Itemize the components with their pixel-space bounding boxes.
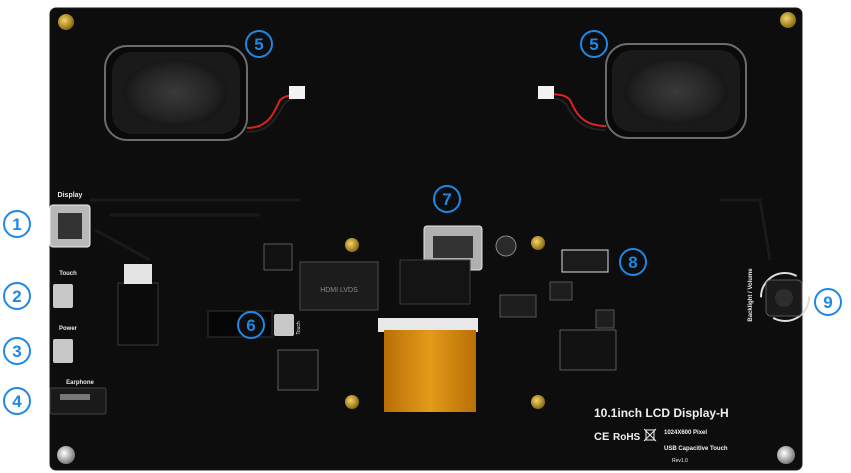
svg-text:6: 6 bbox=[246, 316, 255, 335]
cert-rohs-mark: RoHS bbox=[613, 432, 641, 443]
power-port-label: Power bbox=[59, 326, 78, 332]
fpc-connector bbox=[378, 318, 478, 332]
svg-text:9: 9 bbox=[823, 293, 832, 312]
callout-7: 7 bbox=[433, 185, 461, 213]
fpc-ribbon-cable bbox=[384, 330, 476, 412]
speaker-icon bbox=[605, 43, 747, 139]
mount-screw-icon bbox=[58, 14, 74, 30]
speaker-icon bbox=[104, 45, 248, 141]
weee-bin-icon bbox=[643, 428, 657, 442]
touch-port-label: Touch bbox=[59, 271, 77, 277]
svg-text:7: 7 bbox=[442, 190, 451, 209]
callout-8: 8 bbox=[619, 248, 647, 276]
resolution-label: 1024X600 Pixel bbox=[664, 430, 707, 436]
svg-text:5: 5 bbox=[254, 35, 263, 54]
cert-ce-mark: CE bbox=[594, 431, 609, 443]
svg-text:3: 3 bbox=[12, 342, 21, 361]
speaker-wire-right bbox=[551, 93, 607, 127]
earphone-jack-label: Earphone bbox=[66, 380, 94, 386]
svg-text:2: 2 bbox=[12, 287, 21, 306]
callout-6: 6 bbox=[237, 311, 265, 339]
micro-usb-power-port bbox=[53, 339, 73, 363]
standoff bbox=[345, 238, 359, 252]
speaker-connector-left bbox=[289, 86, 305, 99]
passive-cluster-a bbox=[263, 243, 293, 271]
svg-text:8: 8 bbox=[628, 253, 637, 272]
small-chip-b bbox=[595, 309, 615, 329]
small-chip-a bbox=[499, 294, 537, 318]
callout-1: 1 bbox=[3, 210, 31, 238]
main-chip bbox=[299, 261, 379, 311]
mount-screw-icon bbox=[57, 446, 75, 464]
standoff bbox=[531, 395, 545, 409]
speaker-wire-right-black bbox=[551, 97, 607, 131]
standoff bbox=[531, 236, 545, 250]
passive-cluster-d bbox=[399, 259, 471, 305]
revision-label: Rev1.0 bbox=[672, 458, 688, 464]
header-connector bbox=[561, 249, 609, 273]
speaker-connector-right bbox=[538, 86, 554, 99]
callout-5-right: 5 bbox=[580, 30, 608, 58]
capacitor bbox=[495, 235, 517, 257]
rotary-knob-icon bbox=[760, 272, 810, 322]
display-port-label: Display bbox=[58, 192, 83, 199]
svg-text:5: 5 bbox=[589, 35, 598, 54]
mount-screw-icon bbox=[780, 12, 796, 28]
mount-screw-icon bbox=[777, 446, 795, 464]
passive-cluster-c bbox=[559, 329, 617, 371]
passive-cluster-b bbox=[277, 349, 319, 391]
product-title: 10.1inch LCD Display-H bbox=[594, 406, 729, 420]
slide-switch bbox=[117, 282, 159, 346]
svg-text:4: 4 bbox=[12, 392, 22, 411]
small-chip-c bbox=[549, 281, 573, 301]
pcb-trace-pattern bbox=[90, 198, 772, 262]
earphone-jack bbox=[49, 387, 107, 415]
callout-3: 3 bbox=[3, 337, 31, 365]
standoff bbox=[345, 395, 359, 409]
svg-text:1: 1 bbox=[12, 215, 21, 234]
callout-9: 9 bbox=[814, 288, 842, 316]
callout-4: 4 bbox=[3, 387, 31, 415]
callout-5-left: 5 bbox=[245, 30, 273, 58]
callout-2: 2 bbox=[3, 282, 31, 310]
touch-small-label: Touch bbox=[296, 321, 302, 335]
micro-usb-touch-port bbox=[53, 284, 73, 308]
main-chip-marking: HDMI LVDS bbox=[320, 287, 358, 294]
touch-micro-usb-small bbox=[274, 314, 294, 336]
backlight-volume-label: Backlight / Volume bbox=[748, 268, 754, 322]
touch-type-label: USB Capacitive Touch bbox=[664, 446, 728, 452]
